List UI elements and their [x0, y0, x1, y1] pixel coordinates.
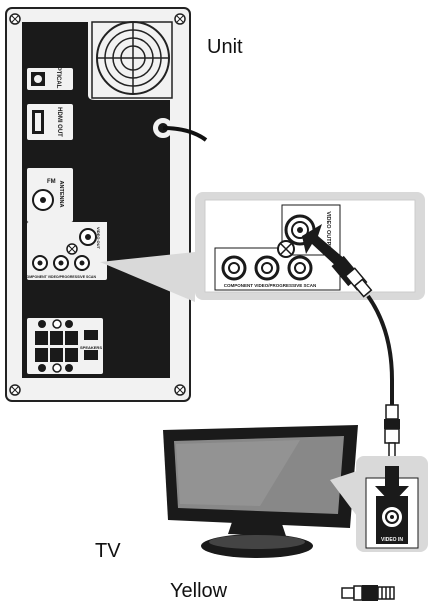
video-cable [366, 294, 394, 408]
hdmi-out-label: HDMI OUT [56, 107, 62, 137]
tv-callout-pointer [330, 470, 360, 520]
rca-plug-bottom [384, 404, 400, 458]
callout-component-label: COMPONENT VIDEO/PROGRESSIVE SCAN [224, 283, 317, 288]
tv-icon [163, 425, 358, 558]
tv-video-in-callout: VIDEO IN [330, 456, 428, 552]
down-arrow-icon [375, 466, 409, 504]
video-out-label: VIDEO OUT [96, 227, 101, 250]
power-cord [153, 118, 208, 142]
fm-label: FM [47, 179, 56, 185]
component-video-label: COMPONENT VIDEO/PROGRESSIVE SCAN [24, 275, 96, 279]
fan-grille-icon [91, 21, 173, 99]
unit-label: Unit [207, 36, 243, 58]
chassis-screws [9, 13, 186, 396]
optical-in-jack: OPTICAL IN [27, 62, 73, 96]
speakers-label: SPEAKERS [80, 345, 102, 350]
speaker-terminals: SPEAKERS [27, 318, 103, 374]
callout-pointer [100, 252, 195, 302]
antenna-label: ANTENNA [58, 181, 64, 208]
antenna-jack: FM ANTENNA [27, 168, 73, 222]
unit-jack-callout: VIDEO OUTPUT COMPONENT VIDEO/PROGRESSIVE… [100, 192, 425, 302]
hdmi-out-jack: HDMI OUT [27, 104, 73, 140]
yellow-plug-icon [341, 585, 395, 601]
tv-video-in-label: VIDEO IN [381, 537, 403, 543]
tv-label: TV [95, 540, 121, 562]
callout-video-output-label: VIDEO OUTPUT [325, 211, 331, 253]
optical-in-label: OPTICAL IN [55, 62, 61, 96]
unit-rear-chassis: OPTICAL IN HDMI OUT FM ANTENNA VIDEO OUT [5, 7, 208, 402]
unit-video-jacks: VIDEO OUT COMPONENT VIDEO/PROGRESSIVE SC… [24, 222, 107, 280]
rca-plug-top [331, 255, 373, 298]
insert-arrow-icon [302, 224, 346, 268]
yellow-cable-label: Yellow [170, 580, 228, 602]
